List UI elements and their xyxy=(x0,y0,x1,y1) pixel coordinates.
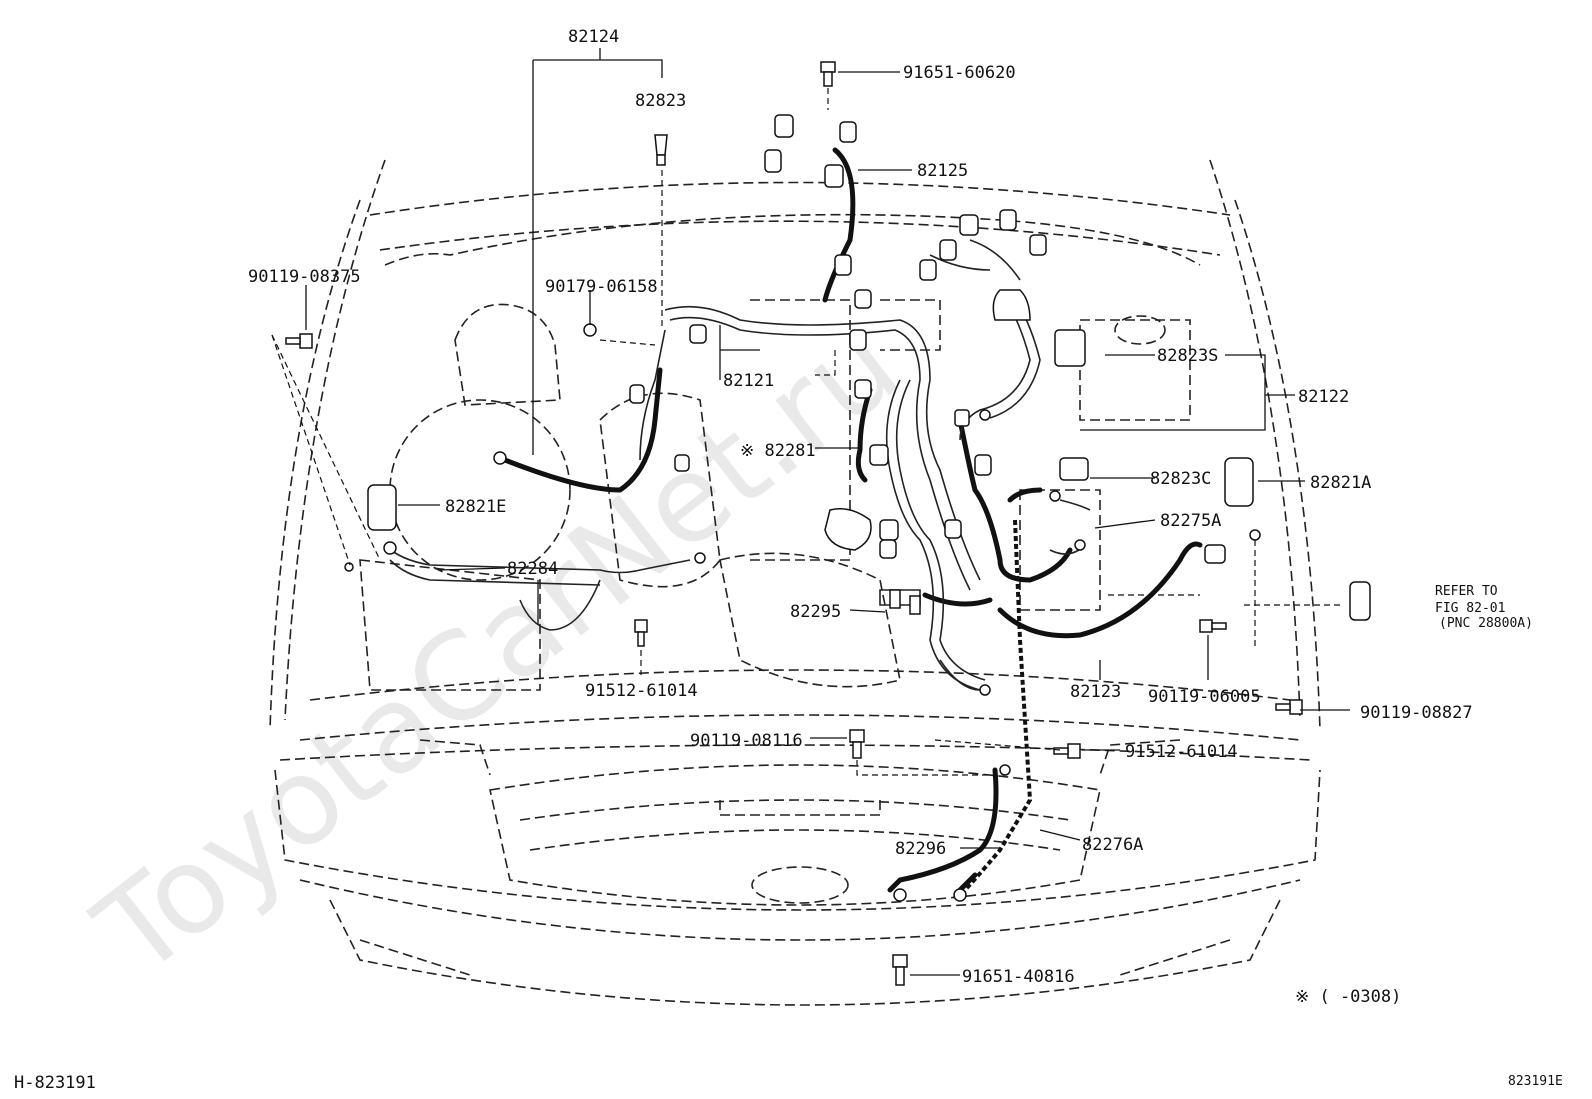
label-82295: 82295 xyxy=(790,602,841,622)
label-82125: 82125 xyxy=(917,161,968,181)
label-82823: 82823 xyxy=(635,91,686,111)
bolts xyxy=(285,61,1303,986)
label-91651-40816: 91651-40816 xyxy=(962,967,1075,987)
label-91512-61014-a: 91512-61014 xyxy=(585,681,698,701)
part-labels: 82124 82823 91651-60620 82125 90119-0837… xyxy=(248,27,1473,987)
bolt-91512-61014-a xyxy=(634,619,648,647)
label-82275A: 82275A xyxy=(1160,511,1221,531)
connectors xyxy=(344,114,1371,902)
clip-82295 xyxy=(889,589,921,615)
footer-diagram-id-right: 823191E xyxy=(1508,1074,1563,1089)
bolt-91651-40816 xyxy=(892,954,908,986)
engine-components xyxy=(359,299,1191,691)
label-90119-08116: 90119-08116 xyxy=(690,731,803,751)
refer-line-2: FIG 82-01 xyxy=(1435,601,1505,616)
leader-lines xyxy=(271,48,1350,976)
label-82124: 82124 xyxy=(568,27,619,47)
bolt-90119-08375 xyxy=(285,333,313,349)
refer-note: REFER TO FIG 82-01 (PNC 28800A) xyxy=(1435,584,1533,631)
footnote: ※ ( -0308) xyxy=(1295,987,1401,1007)
bolt-91651-60620 xyxy=(820,61,836,87)
label-82284: 82284 xyxy=(507,559,558,579)
label-82123: 82123 xyxy=(1070,682,1121,702)
wire-harness xyxy=(497,147,1203,897)
wire-bundles xyxy=(384,239,1091,691)
label-90119-08827: 90119-08827 xyxy=(1360,703,1473,723)
label-90179-06158: 90179-06158 xyxy=(545,277,658,297)
bolt-82823 xyxy=(654,134,668,166)
label-91512-61014-b: 91512-61014 xyxy=(1125,742,1238,762)
label-82823S: 82823S xyxy=(1157,346,1218,366)
bolt-90119-08827 xyxy=(1275,699,1303,715)
label-82121: 82121 xyxy=(723,371,774,391)
label-90119-08375: 90119-08375 xyxy=(248,267,361,287)
bolt-90119-08116 xyxy=(849,729,865,759)
label-90119-06005: 90119-06005 xyxy=(1148,687,1261,707)
label-82821A: 82821A xyxy=(1310,473,1371,493)
refer-line-1: REFER TO xyxy=(1435,584,1498,599)
bolt-91512-61014-b xyxy=(1053,743,1081,759)
label-91651-60620: 91651-60620 xyxy=(903,63,1016,83)
label-82276A: 82276A xyxy=(1082,835,1143,855)
label-82296: 82296 xyxy=(895,839,946,859)
label-82281: ※ 82281 xyxy=(740,441,816,461)
label-82821E: 82821E xyxy=(445,497,506,517)
refer-line-3: (PNC 28800A) xyxy=(1439,616,1533,631)
footer-diagram-id-left: H-823191 xyxy=(14,1073,96,1093)
bolt-90119-06005 xyxy=(1199,619,1227,633)
label-82823C: 82823C xyxy=(1150,469,1211,489)
label-82122: 82122 xyxy=(1298,387,1349,407)
